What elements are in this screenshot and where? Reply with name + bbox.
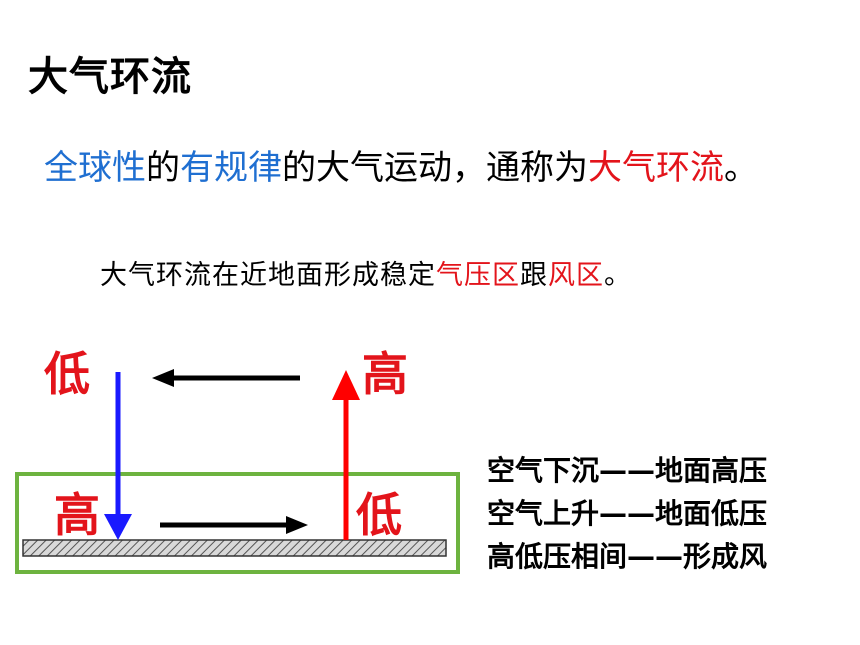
upper-low-label: 低 — [44, 347, 90, 401]
descending-air-arrow — [104, 372, 132, 540]
subline-wind-zone: 风区 — [548, 260, 604, 291]
ascending-air-arrow — [332, 370, 360, 540]
ground-strip — [22, 539, 447, 557]
pressure-wind-sentence: 大气环流在近地面形成稳定气压区跟风区。 — [100, 253, 632, 292]
note-ascending: 空气上升——地面低压 — [487, 497, 768, 530]
slide-title: 大气环流 — [28, 54, 192, 100]
surface-low-label: 低 — [356, 488, 402, 542]
definition-term: 大气环流 — [588, 148, 724, 188]
subline-start: 大气环流在近地面形成稳定 — [100, 260, 436, 291]
surface-wind-arrow — [160, 516, 308, 534]
upper-high-label: 高 — [362, 347, 408, 401]
definition-sentence: 全球性的有规律的大气运动，通称为大气环流。 — [44, 140, 758, 189]
definition-middle: 的大气运动，通称为 — [282, 148, 588, 188]
subline-and: 跟 — [520, 260, 548, 291]
surface-high-label: 高 — [54, 488, 100, 542]
note-descending: 空气下沉——地面高压 — [487, 454, 768, 487]
surface-box — [15, 472, 460, 574]
definition-regular: 有规律 — [180, 148, 282, 188]
upper-airflow-arrow — [152, 369, 300, 387]
definition-global: 全球性 — [44, 148, 146, 188]
definition-period: 。 — [724, 148, 758, 188]
subline-period: 。 — [604, 260, 632, 291]
subline-pressure-zone: 气压区 — [436, 260, 520, 291]
note-wind: 高低压相间——形成风 — [487, 540, 768, 573]
definition-de-1: 的 — [146, 148, 180, 188]
explanation-notes: 空气下沉——地面高压 空气上升——地面低压 高低压相间——形成风 — [487, 449, 767, 578]
